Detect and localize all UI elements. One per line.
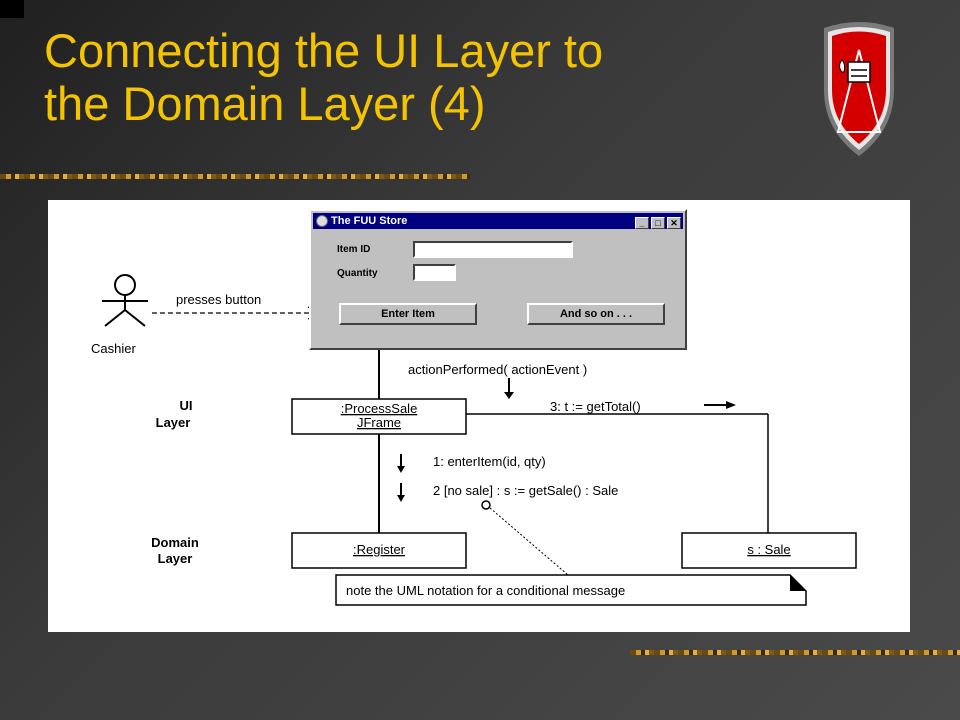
processsale-box bbox=[291, 398, 467, 435]
quantity-input[interactable] bbox=[413, 264, 456, 281]
register-label: :Register bbox=[353, 542, 406, 557]
presses-button-label: presses button bbox=[176, 292, 261, 307]
title-divider bbox=[0, 174, 470, 179]
window-controls: _□✕ bbox=[633, 215, 681, 231]
register-box bbox=[291, 532, 467, 569]
item-id-label: Item ID bbox=[337, 244, 371, 255]
domain-layer-label-2: Layer bbox=[158, 551, 193, 566]
domain-layer-label-1: Domain bbox=[151, 535, 199, 550]
msg2-arrow-icon bbox=[397, 495, 405, 502]
msg3-arrow-icon bbox=[726, 401, 736, 409]
processsale-label-2: JFrame bbox=[357, 415, 401, 430]
slide-title-line1: Connecting the UI Layer to bbox=[44, 24, 604, 77]
item-id-input[interactable] bbox=[413, 241, 573, 258]
fuu-store-window: The FUU Store _□✕ Item ID Quantity Enter… bbox=[309, 209, 687, 350]
slide-title-line2: the Domain Layer (4) bbox=[44, 77, 486, 130]
note-connector bbox=[489, 507, 569, 576]
note-anchor-icon bbox=[481, 500, 491, 510]
cashier-actor-icon bbox=[102, 274, 148, 327]
msg1-arrow-icon bbox=[397, 466, 405, 473]
window-title: The FUU Store bbox=[331, 215, 408, 227]
msg2-label: 2 [no sale] : s := getSale() : Sale bbox=[433, 483, 618, 498]
minimize-icon[interactable]: _ bbox=[635, 217, 649, 229]
sale-box bbox=[681, 532, 857, 569]
msg1-label: 1: enterItem(id, qty) bbox=[433, 454, 546, 469]
bottom-divider bbox=[630, 650, 960, 655]
maximize-icon[interactable]: □ bbox=[651, 217, 665, 229]
action-arrow-icon bbox=[504, 392, 514, 399]
shield-logo-icon bbox=[824, 22, 894, 156]
action-performed-label: actionPerformed( actionEvent ) bbox=[408, 362, 587, 377]
enter-item-button[interactable]: Enter Item bbox=[339, 303, 477, 325]
slide-title: Connecting the UI Layer to the Domain La… bbox=[44, 24, 784, 130]
msg3-label: 3: t := getTotal() bbox=[550, 399, 641, 414]
processsale-label-1: :ProcessSale bbox=[341, 401, 418, 416]
and-so-on-button[interactable]: And so on . . . bbox=[527, 303, 665, 325]
ui-layer-label-1: UI bbox=[180, 398, 193, 413]
uml-collaboration-diagram: Cashier presses button actionPerformed( … bbox=[91, 274, 857, 606]
quantity-label: Quantity bbox=[337, 268, 378, 279]
note-text: note the UML notation for a conditional … bbox=[346, 583, 625, 598]
uml-note bbox=[335, 574, 807, 606]
window-title-bar[interactable]: The FUU Store _□✕ bbox=[313, 213, 683, 229]
ui-layer-label-2: Layer bbox=[156, 415, 191, 430]
app-icon bbox=[316, 215, 328, 227]
corner-block bbox=[0, 0, 24, 18]
close-icon[interactable]: ✕ bbox=[667, 217, 681, 229]
sale-label: s : Sale bbox=[747, 542, 790, 557]
actor-label: Cashier bbox=[91, 341, 136, 356]
diagram-panel: Cashier presses button actionPerformed( … bbox=[48, 200, 910, 632]
